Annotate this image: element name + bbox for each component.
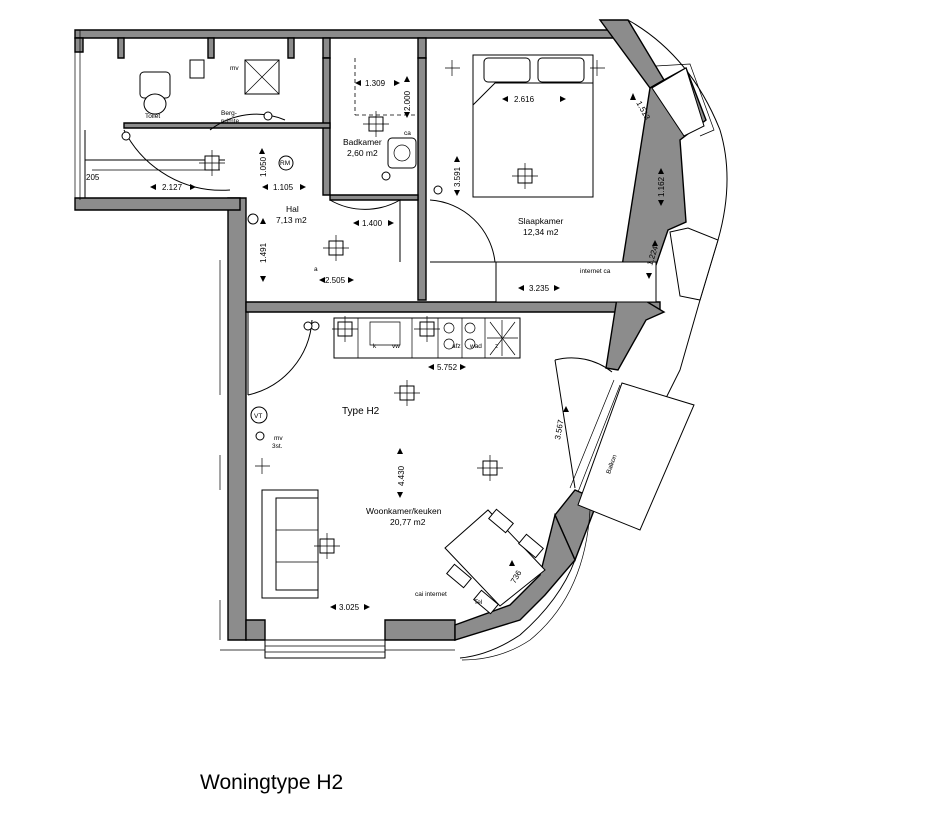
dim-2000: 2.000 — [403, 90, 412, 111]
label-berging-2: ruimte — [221, 118, 239, 125]
label-woonkamer-area: 20,77 m2 — [390, 517, 426, 527]
light-symbol — [199, 150, 225, 176]
window-bottom — [264, 639, 386, 659]
plan-caption: Woningtype H2 — [200, 771, 344, 794]
dim-205: 205 — [86, 173, 100, 182]
dim-1400: 1.400 — [362, 219, 383, 228]
light-symbol — [323, 235, 349, 261]
light-symbol — [314, 533, 340, 559]
label-z: z — [495, 343, 498, 350]
dim-1491: 1.491 — [259, 242, 268, 263]
label-vw: vw — [392, 343, 400, 350]
fixture-labels: RM VT mv 3st. ca a internet ca cai inter… — [254, 130, 611, 606]
light-symbol — [332, 316, 358, 342]
dim-3025: 3.025 — [339, 603, 360, 612]
dim-3235: 3.235 — [529, 284, 550, 293]
label-hal-area: 7,13 m2 — [276, 215, 307, 225]
label-badkamer-area: 2,60 m2 — [347, 148, 378, 158]
label-mv3-1: mv — [274, 435, 283, 442]
balcony — [577, 382, 695, 531]
dim-1105: 1.105 — [273, 183, 294, 192]
label-cai-internet: cai internet — [415, 591, 447, 598]
label-toilet: Toilet — [145, 113, 160, 120]
light-symbol — [477, 455, 503, 481]
dim-4430: 4.430 — [397, 465, 406, 486]
dim-3567: 3.567 — [553, 419, 565, 441]
window-frame-top — [651, 67, 705, 137]
wall-top — [74, 29, 621, 39]
label-mv3-2: 3st. — [272, 443, 283, 450]
sink — [387, 137, 417, 169]
wardrobe — [495, 261, 657, 303]
dim-2127: 2.127 — [162, 183, 183, 192]
label-slaapkamer: Slaapkamer — [518, 216, 564, 226]
wall-right-upper — [598, 19, 665, 89]
dim-1162: 1.162 — [657, 176, 666, 197]
dim-3591: 3.591 — [453, 166, 462, 187]
dim-1050: 1.050 — [259, 156, 268, 177]
window-frame-mid — [669, 227, 719, 301]
label-type: Type H2 — [342, 406, 380, 417]
light-symbol — [414, 316, 440, 342]
label-rm: RM — [280, 160, 290, 167]
label-ca: ca — [404, 130, 411, 137]
label-internet-ca: internet ca — [580, 268, 611, 275]
dimension-arrows — [150, 76, 664, 610]
vt-symbol — [250, 406, 268, 424]
dimension-labels: 2.127 1.105 1.050 205 1.309 2.000 2.616 … — [86, 79, 666, 612]
electrical-symbols — [121, 60, 605, 559]
dining-table — [444, 509, 546, 607]
label-woonkamer: Woonkamer/keuken — [366, 506, 442, 516]
dim-2505: 2.505 — [325, 276, 346, 285]
dim-1309: 1.309 — [365, 79, 386, 88]
room-labels: Toilet Berg- ruimte mv Badkamer 2,60 m2 … — [145, 65, 619, 527]
label-a: a — [314, 266, 318, 273]
label-wad: wad — [469, 343, 482, 350]
label-badkamer: Badkamer — [343, 137, 382, 147]
rm-symbol — [278, 155, 294, 171]
label-hal: Hal — [286, 204, 299, 214]
label-slaapkamer-area: 12,34 m2 — [523, 227, 559, 237]
dim-2616: 2.616 — [514, 95, 535, 104]
label-afzuig: afz — [452, 343, 461, 350]
light-symbol — [363, 111, 389, 137]
dim-5752: 5.752 — [437, 363, 458, 372]
label-k: k — [373, 343, 377, 350]
interior — [84, 54, 657, 640]
label-berging-1: Berg- — [221, 110, 237, 117]
light-symbol — [512, 163, 538, 189]
outer-facade — [74, 19, 728, 661]
light-symbol — [394, 380, 420, 406]
label-tel: Tel — [474, 599, 483, 606]
label-mv: mv — [230, 65, 239, 72]
label-vt: VT — [254, 413, 262, 420]
